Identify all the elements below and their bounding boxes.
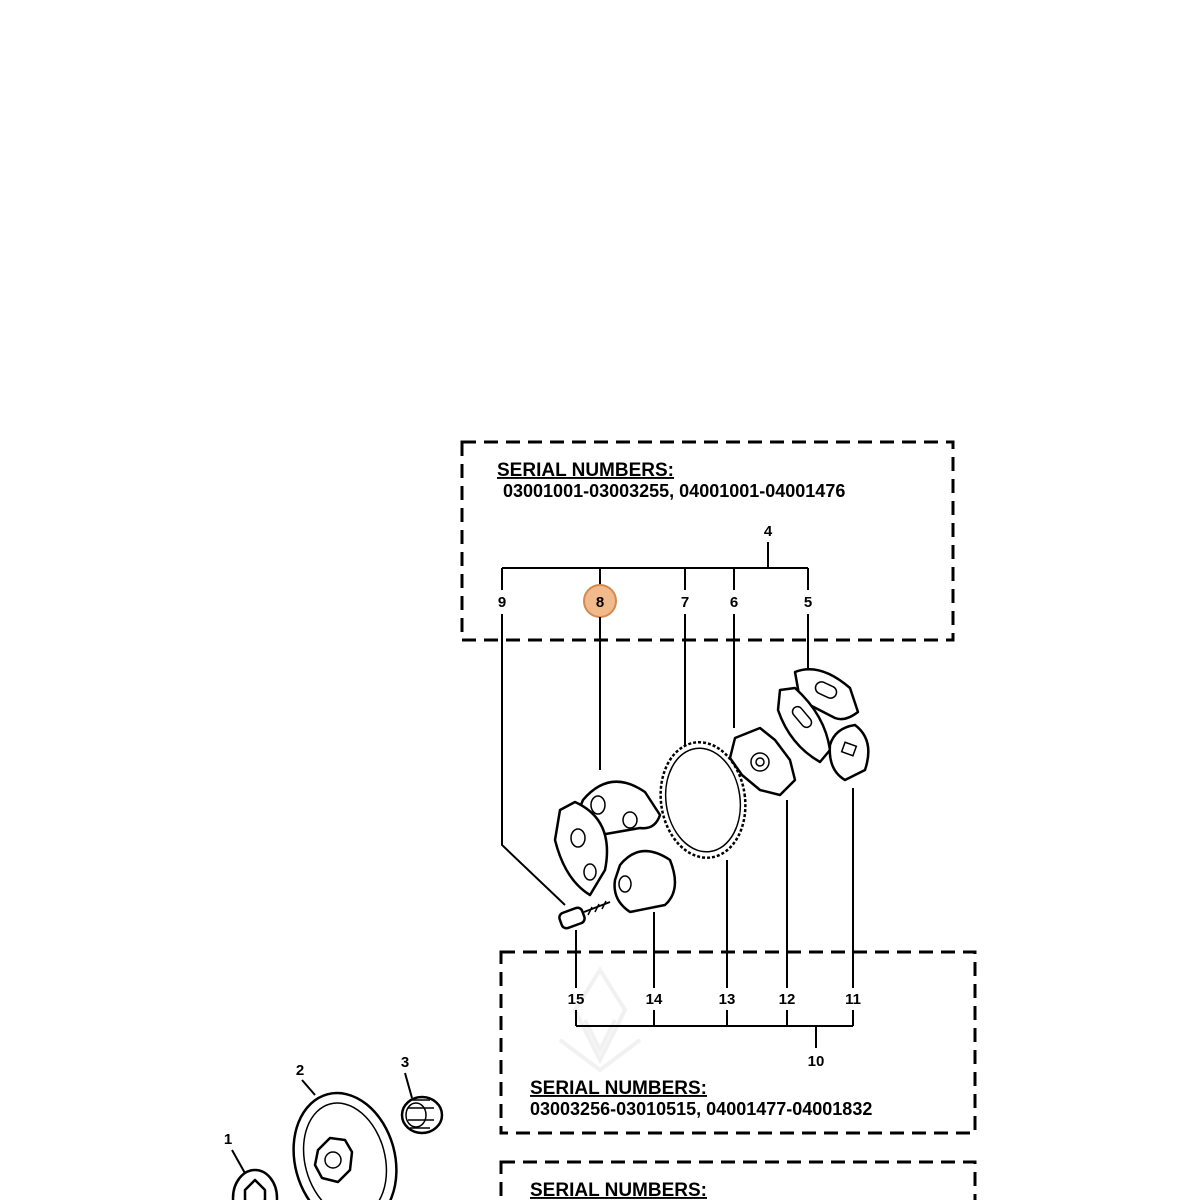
top-leaders xyxy=(501,614,809,906)
callout-8[interactable]: 8 xyxy=(596,594,604,611)
sprocket xyxy=(231,1168,279,1200)
callout-10[interactable]: 10 xyxy=(808,1053,825,1070)
callout-3[interactable]: 3 xyxy=(401,1054,409,1071)
clutch-hub xyxy=(728,726,797,797)
callout-13[interactable]: 13 xyxy=(719,991,736,1008)
callout-6[interactable]: 6 xyxy=(730,594,738,611)
callout-1[interactable]: 1 xyxy=(224,1131,232,1148)
bracket-10 xyxy=(575,1010,854,1048)
serial-box-middle-heading: SERIAL NUMBERS: xyxy=(530,1078,707,1099)
callout-5[interactable]: 5 xyxy=(804,594,812,611)
callout-12[interactable]: 12 xyxy=(779,991,796,1008)
callout-4[interactable]: 4 xyxy=(764,523,773,540)
callout-9[interactable]: 9 xyxy=(498,594,506,611)
callout-2[interactable]: 2 xyxy=(296,1062,304,1079)
leader-2 xyxy=(301,1079,316,1096)
leader-3 xyxy=(404,1072,413,1099)
callout-15[interactable]: 15 xyxy=(568,991,585,1008)
clutch-shoe-left xyxy=(553,800,609,897)
serial-box-top-serials: 03001001-03003255, 04001001-04001476 xyxy=(503,481,845,501)
spring-ring xyxy=(659,741,747,859)
needle-bearing xyxy=(400,1095,444,1135)
leader-1 xyxy=(231,1149,247,1176)
clutch-drum xyxy=(292,1091,398,1200)
bracket-4 xyxy=(501,542,809,590)
serial-box-bottom-heading: SERIAL NUMBERS: xyxy=(530,1180,707,1200)
serial-box-bottom xyxy=(499,1160,977,1200)
callout-14[interactable]: 14 xyxy=(646,991,663,1008)
serial-box-middle xyxy=(499,950,977,1135)
clutch-plate-middle xyxy=(776,686,832,764)
watermark xyxy=(558,966,642,1073)
serial-box-middle-serials: 03003256-03010515, 04001477-04001832 xyxy=(530,1099,872,1119)
bottom-leaders xyxy=(575,788,854,988)
callout-7[interactable]: 7 xyxy=(681,594,689,611)
clutch-plate-upper xyxy=(793,668,860,721)
serial-box-top-heading: SERIAL NUMBERS: xyxy=(497,460,674,481)
screw xyxy=(558,900,611,930)
callout-11[interactable]: 11 xyxy=(845,991,861,1008)
clutch-plate-lower xyxy=(828,723,870,782)
clutch-shoe-lower xyxy=(613,850,677,914)
serial-box-top xyxy=(460,440,955,642)
